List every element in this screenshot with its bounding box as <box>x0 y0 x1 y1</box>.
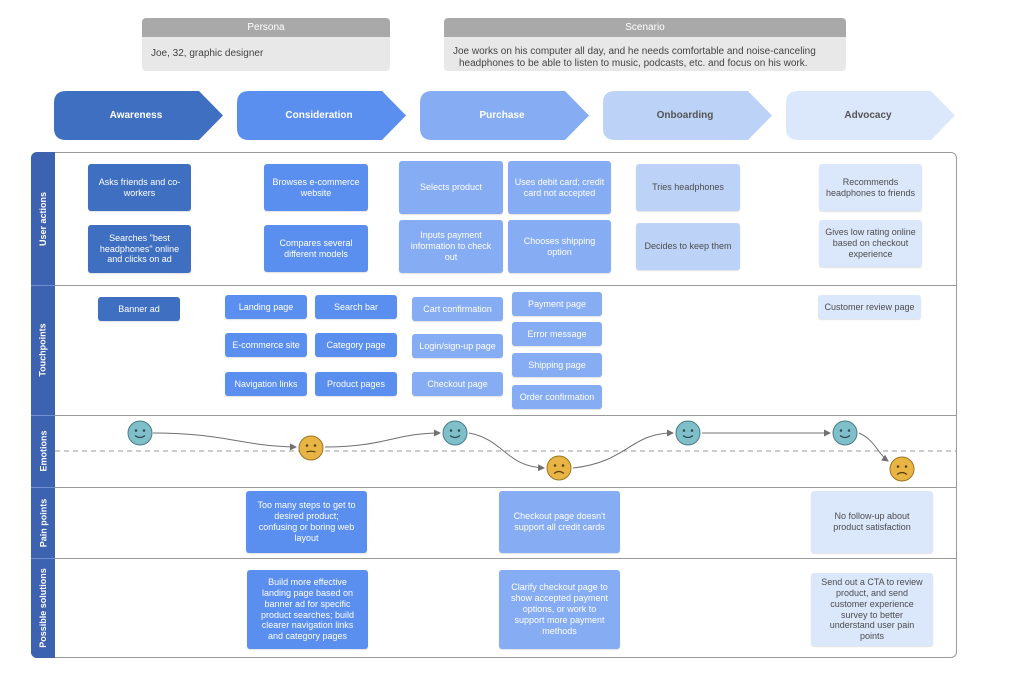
pain-point-card: Too many steps to get to desired product… <box>246 491 367 553</box>
stage-label-advocacy: Advocacy <box>844 110 892 121</box>
row-divider <box>55 487 957 488</box>
happy-face-icon <box>442 420 468 446</box>
neutral-face-icon <box>298 435 324 461</box>
touchpoint-card: Order confirmation <box>512 385 602 409</box>
scenario-label: Scenario <box>625 22 665 33</box>
user-action-card: Searches "best headphones" online and cl… <box>88 225 191 273</box>
row-divider-sidebar <box>31 487 55 488</box>
row-label-sidebar <box>31 152 55 658</box>
touchpoint-card: Banner ad <box>98 297 180 321</box>
user-action-card: Chooses shipping option <box>508 220 611 273</box>
stage-arrow-consideration <box>237 91 406 140</box>
row-divider-sidebar <box>31 558 55 559</box>
sad-face-icon <box>546 455 572 481</box>
stage-arrow-purchase <box>420 91 589 140</box>
touchpoint-card: Shipping page <box>512 353 602 377</box>
persona-body: Joe, 32, graphic designer <box>142 37 390 71</box>
user-action-card: Tries headphones <box>636 164 740 211</box>
user-action-card: Browses e-commerce website <box>264 164 368 211</box>
solution-card: Send out a CTA to review product, and se… <box>811 573 933 646</box>
happy-face-icon <box>127 420 153 446</box>
stage-label-purchase: Purchase <box>479 110 525 121</box>
row-label-pain-points: Pain points <box>38 498 49 547</box>
row-label-touchpoints: Touchpoints <box>38 323 49 377</box>
row-label-emotions: Emotions <box>38 430 49 472</box>
persona-text: Joe, 32, graphic designer <box>151 48 264 60</box>
user-action-card: Recommends headphones to friends <box>819 164 922 211</box>
row-divider <box>55 558 957 559</box>
user-action-card: Compares several different models <box>264 225 368 272</box>
touchpoint-card: Customer review page <box>818 295 921 319</box>
user-action-card: Selects product <box>399 161 503 214</box>
pain-point-card: Checkout page doesn't support all credit… <box>499 491 620 553</box>
scenario-text-line1: Joe works on his computer all day, and h… <box>453 46 816 57</box>
scenario-header: Scenario <box>444 18 846 37</box>
stage-label-consideration: Consideration <box>285 110 353 121</box>
row-label-possible-solutions: Possible solutions <box>38 568 49 648</box>
touchpoint-card: Payment page <box>512 292 602 316</box>
user-action-card: Uses debit card; credit card not accepte… <box>508 161 611 214</box>
user-action-card: Inputs payment information to check out <box>399 220 503 273</box>
stage-arrow-awareness <box>54 91 223 140</box>
stage-arrow-onboarding <box>603 91 772 140</box>
user-action-card: Asks friends and co-workers <box>88 164 191 211</box>
touchpoint-card: E-commerce site <box>225 333 307 357</box>
user-action-card: Decides to keep them <box>636 223 740 270</box>
touchpoint-card: Cart confirmation <box>412 297 503 321</box>
solution-card: Clarify checkout page to show accepted p… <box>499 570 620 649</box>
touchpoint-card: Landing page <box>225 295 307 319</box>
row-divider <box>55 415 957 416</box>
touchpoint-card: Error message <box>512 322 602 346</box>
stage-arrows <box>54 91 955 140</box>
touchpoint-card: Search bar <box>315 295 397 319</box>
user-action-card: Gives low rating online based on checkou… <box>819 220 922 267</box>
touchpoint-card: Category page <box>315 333 397 357</box>
happy-face-icon <box>832 420 858 446</box>
persona-label: Persona <box>247 22 285 33</box>
scenario-body: Joe works on his computer all day, and h… <box>444 37 846 71</box>
row-divider-sidebar <box>31 415 55 416</box>
touchpoint-card: Login/sign-up page <box>412 334 503 358</box>
stage-arrow-advocacy <box>786 91 955 140</box>
stage-label-awareness: Awareness <box>109 110 163 121</box>
solution-card: Build more effective landing page based … <box>247 570 368 649</box>
touchpoint-card: Checkout page <box>412 372 503 396</box>
pain-point-card: No follow-up about product satisfaction <box>811 491 933 553</box>
happy-face-icon <box>675 420 701 446</box>
scenario-text-line2: headphones to be able to listen to music… <box>459 57 808 69</box>
row-label-user-actions: User actions <box>38 191 48 246</box>
row-divider <box>55 285 957 286</box>
touchpoint-card: Navigation links <box>225 372 307 396</box>
persona-header: Persona <box>142 18 390 37</box>
row-divider-sidebar <box>31 285 55 286</box>
stage-label-onboarding: Onboarding <box>656 110 714 121</box>
touchpoint-card: Product pages <box>315 372 397 396</box>
sad-face-icon <box>889 456 915 482</box>
